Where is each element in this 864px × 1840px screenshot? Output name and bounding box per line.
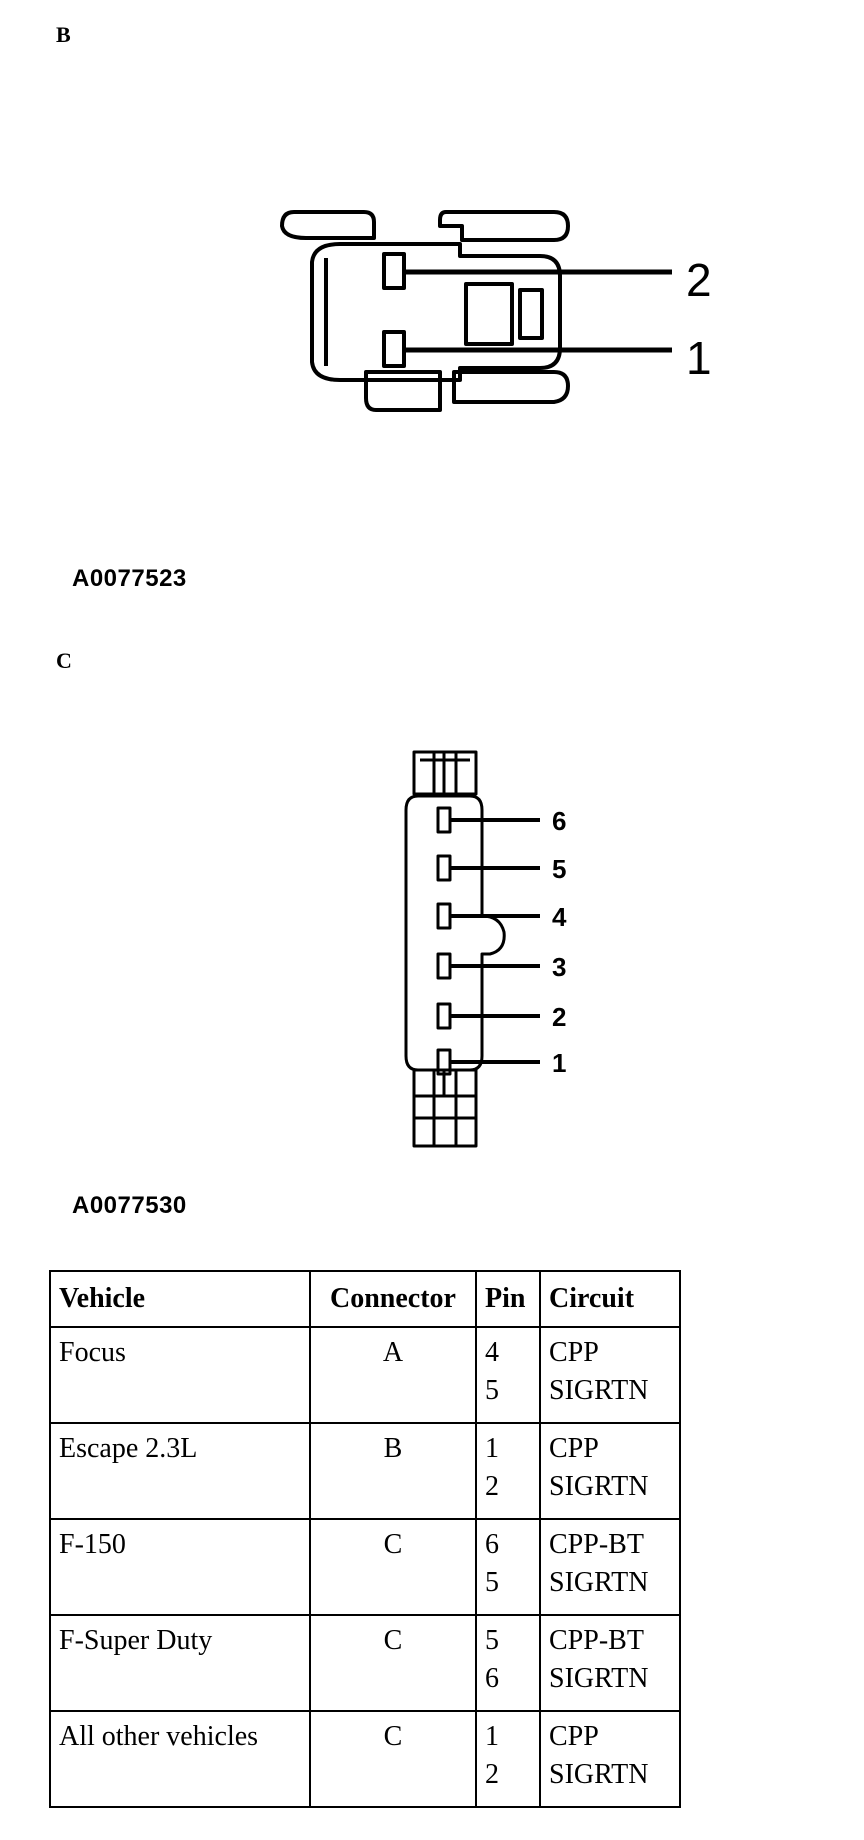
section-c-letter: C [56, 648, 72, 673]
table-row: Escape 2.3L B 1 2 CPP SIGRTN [49, 1422, 681, 1520]
connector-b-pin-label-2: 2 [686, 254, 712, 306]
cell-circuit: CPP SIGRTN [539, 1710, 681, 1808]
circuit-value: CPP-BT [549, 1529, 644, 1560]
circuit-value: SIGRTN [549, 1759, 649, 1790]
circuit-value: SIGRTN [549, 1471, 649, 1502]
circuit-value: SIGRTN [549, 1375, 649, 1406]
circuit-value: SIGRTN [549, 1663, 649, 1694]
pin-value: 6 [485, 1663, 499, 1694]
table-row: F-Super Duty C 5 6 CPP-BT SIGRTN [49, 1614, 681, 1712]
connector-pin-table: Vehicle Connector Pin Circuit Focus A 4 … [49, 1270, 681, 1808]
circuit-value: SIGRTN [549, 1567, 649, 1598]
table-row: F-150 C 6 5 CPP-BT SIGRTN [49, 1518, 681, 1616]
header-circuit: Circuit [539, 1270, 681, 1328]
connector-b-pin-label-1: 1 [686, 332, 712, 384]
connector-b-bottom-latch-left [364, 370, 442, 412]
cell-pin: 1 2 [475, 1422, 541, 1520]
connector-c-housing [404, 794, 506, 1072]
cell-vehicle: F-Super Duty [49, 1614, 311, 1712]
cell-connector: C [309, 1614, 477, 1712]
circuit-value: CPP [549, 1721, 599, 1752]
header-pin: Pin [475, 1270, 541, 1328]
cell-circuit: CPP-BT SIGRTN [539, 1614, 681, 1712]
header-connector: Connector [309, 1270, 477, 1328]
pin-value: 6 [485, 1529, 499, 1560]
cell-vehicle: Escape 2.3L [49, 1422, 311, 1520]
circuit-value: CPP [549, 1337, 599, 1368]
connector-c-pin-label-4: 4 [552, 902, 567, 932]
pin-value: 2 [485, 1471, 499, 1502]
pin-value: 5 [485, 1375, 499, 1406]
pin-value: 5 [485, 1625, 499, 1656]
cell-vehicle: All other vehicles [49, 1710, 311, 1808]
cell-circuit: CPP-BT SIGRTN [539, 1518, 681, 1616]
cell-circuit: CPP SIGRTN [539, 1422, 681, 1520]
connector-b-bottom-latch-right [452, 370, 570, 404]
section-c-figure-code: A0077530 [72, 1192, 187, 1219]
cell-connector: C [309, 1710, 477, 1808]
connector-c-diagram: 6 5 4 3 2 1 [404, 750, 567, 1148]
connector-b-housing [310, 242, 562, 382]
connector-c-pin-label-2: 2 [552, 1002, 566, 1032]
table-row: All other vehicles C 1 2 CPP SIGRTN [49, 1710, 681, 1808]
pin-value: 2 [485, 1759, 499, 1790]
cell-vehicle: F-150 [49, 1518, 311, 1616]
circuit-value: CPP-BT [549, 1625, 644, 1656]
pin-value: 5 [485, 1567, 499, 1598]
connector-c-pin-label-6: 6 [552, 806, 566, 836]
circuit-value: CPP [549, 1433, 599, 1464]
connector-b-diagram: 2 1 [280, 210, 712, 412]
pin-value: 1 [485, 1433, 499, 1464]
pin-value: 4 [485, 1337, 499, 1368]
connector-b-pin-1-cavity [382, 330, 406, 368]
connector-c-pin-2-cavity [436, 1002, 452, 1030]
table-row: Focus A 4 5 CPP SIGRTN [49, 1326, 681, 1424]
cell-vehicle: Focus [49, 1326, 311, 1424]
connector-b-top-latch-left [280, 210, 376, 240]
connector-c-pin-label-1: 1 [552, 1048, 566, 1078]
cell-connector: A [309, 1326, 477, 1424]
connector-c-pin-label-5: 5 [552, 854, 566, 884]
cell-connector: C [309, 1518, 477, 1616]
section-b-figure-code: A0077523 [72, 565, 187, 592]
cell-pin: 5 6 [475, 1614, 541, 1712]
header-vehicle: Vehicle [49, 1270, 311, 1328]
cell-connector: B [309, 1422, 477, 1520]
cell-pin: 6 5 [475, 1518, 541, 1616]
connector-c-pin-label-3: 3 [552, 952, 566, 982]
pin-value: 1 [485, 1721, 499, 1752]
connector-b-pin-2-cavity [382, 252, 406, 290]
connector-c-pin-6-cavity [436, 806, 452, 834]
table-header-row: Vehicle Connector Pin Circuit [49, 1270, 681, 1328]
connector-c-pin-3-cavity [436, 952, 452, 980]
connector-b-top-latch-right [438, 210, 570, 242]
connector-c-pin-4-cavity [436, 902, 452, 930]
cell-circuit: CPP SIGRTN [539, 1326, 681, 1424]
connector-c-pin-5-cavity [436, 854, 452, 882]
cell-pin: 1 2 [475, 1710, 541, 1808]
cell-pin: 4 5 [475, 1326, 541, 1424]
section-b-letter: B [56, 22, 71, 47]
